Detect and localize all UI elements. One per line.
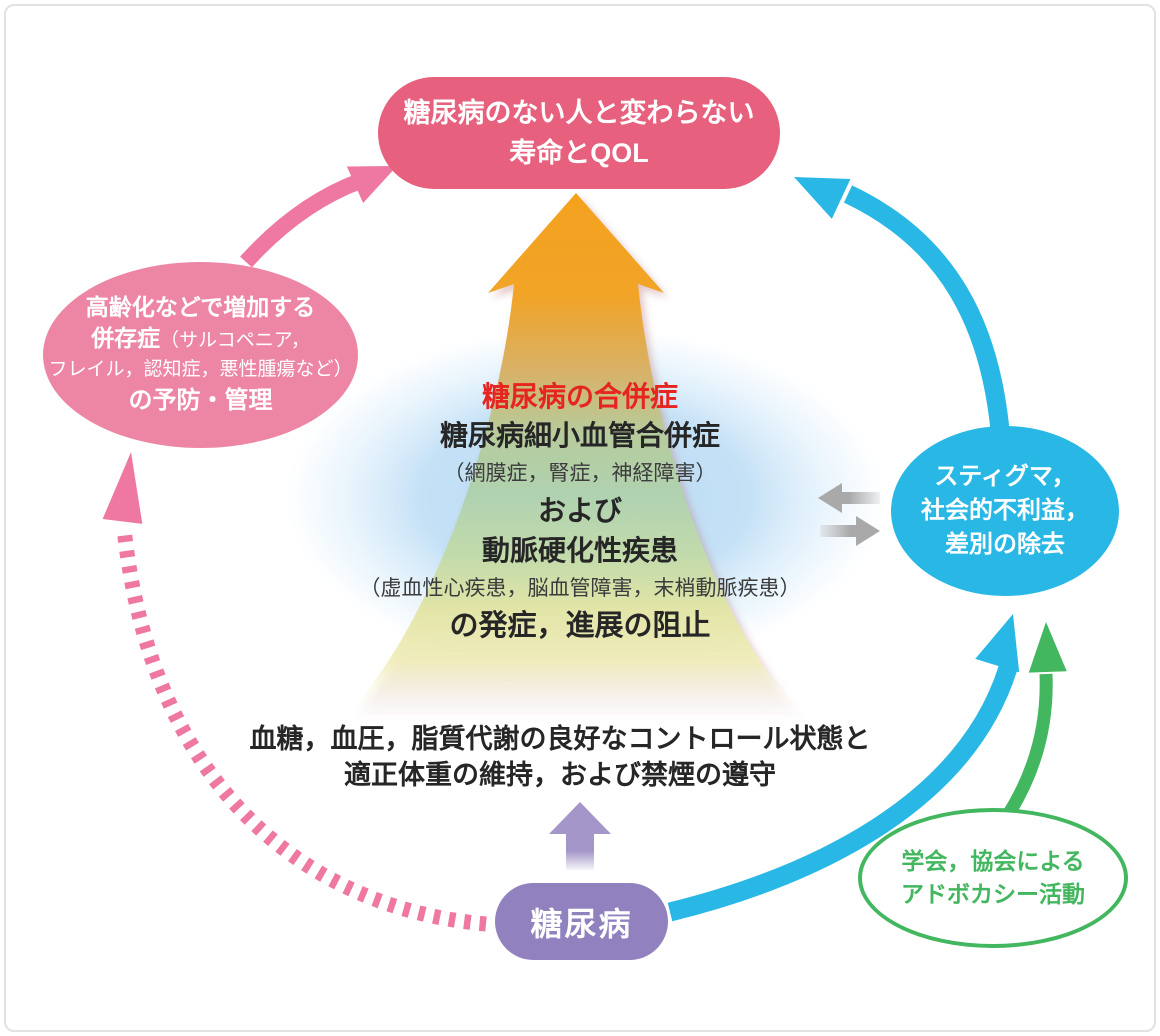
comorbidity-line4: の予防・管理: [128, 387, 273, 414]
gray-right-arrow-icon: [820, 516, 880, 546]
cyan-arrow-top-icon: [794, 177, 1010, 431]
pink-arrow-icon: [240, 166, 397, 268]
comorbidity-line3: フレイル，認知症，悪性腫瘍など）: [48, 359, 353, 380]
purple-arrow-icon: [549, 802, 611, 870]
stigma-line2: 社会的不利益，: [921, 497, 1089, 524]
control-line1: 血糖，血圧，脂質代謝の良好なコントロール状態と: [249, 724, 871, 754]
goal-pill: 糖尿病のない人と変わらない 寿命とQOL: [378, 77, 780, 189]
complications-heading: 糖尿病の合併症: [481, 381, 678, 412]
control-line2: 適正体重の維持，および禁煙の遵守: [344, 760, 776, 790]
green-arrow-icon: [1000, 622, 1067, 822]
goal-arrow-icon: [350, 193, 798, 712]
goal-line2: 寿命とQOL: [509, 138, 649, 168]
advocacy-ellipse: 学会，協会による アドボカシー活動: [858, 808, 1128, 948]
microvascular-label: 糖尿病細小血管合併症: [439, 420, 720, 451]
comorbidity-line2: 併存症（サルコペニア，: [91, 323, 310, 356]
stigma-line1: スティグマ，: [934, 463, 1076, 490]
gray-left-arrow-icon: [818, 483, 880, 513]
atherosclerosis-label: 動脈硬化性疾患: [481, 535, 678, 566]
atherosclerosis-detail: （虚血性心疾患，脳血管障害，末梢動脈疾患）: [359, 577, 801, 600]
diabetes-label: 糖尿病: [530, 905, 633, 942]
cyan-arrow-bottom-icon: [667, 614, 1020, 922]
diabetes-pill: 糖尿病: [495, 883, 668, 960]
advocacy-line2: アドボカシー活動: [901, 881, 1085, 907]
conjunction-label: および: [537, 495, 622, 526]
advocacy-line1: 学会，協会による: [901, 848, 1085, 874]
goal-line1: 糖尿病のない人と変わらない: [403, 98, 755, 128]
control-text-block: 血糖，血圧，脂質代謝の良好なコントロール状態と 適正体重の維持，および禁煙の遵守: [210, 721, 910, 793]
pink-dashed-arrow-icon: [102, 452, 487, 932]
stigma-line3: 差別の除去: [945, 531, 1065, 558]
comorbidity-line2-light: （サルコペニア，: [160, 330, 310, 351]
microvascular-detail: （網膜症，腎症，神経障害）: [443, 462, 717, 485]
comorbidity-line2-bold: 併存症: [91, 325, 161, 351]
prevention-outcome-label: の発症，進展の阻止: [449, 610, 711, 642]
comorbidity-line1: 高齢化などで増加する: [85, 294, 316, 320]
complications-text-block: 糖尿病の合併症 糖尿病細小血管合併症 （網膜症，腎症，神経障害） および 動脈硬…: [280, 378, 880, 647]
stigma-ellipse: スティグマ， 社会的不利益， 差別の除去: [891, 426, 1119, 596]
comorbidity-ellipse: 高齢化などで増加する 併存症（サルコペニア， フレイル，認知症，悪性腫瘍など） …: [43, 262, 358, 448]
